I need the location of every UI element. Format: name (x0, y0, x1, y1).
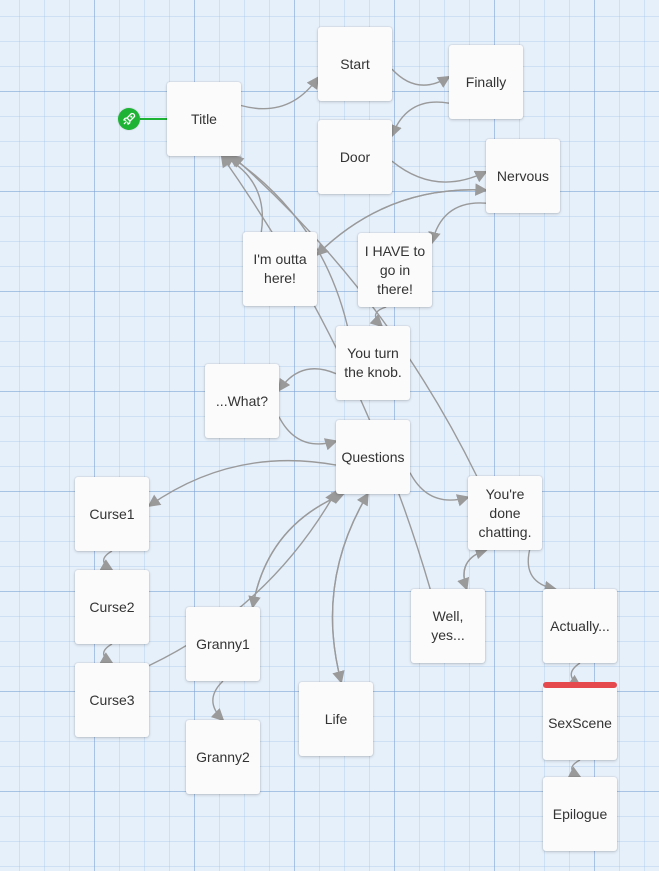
passage-label: SexScene (548, 714, 612, 731)
link-nervous-to-have (428, 202, 487, 245)
passage-start[interactable]: Start (318, 27, 392, 101)
passage-finally[interactable]: Finally (449, 45, 523, 119)
passage-well-yes[interactable]: Well, yes... (411, 589, 485, 663)
link-sexscene-to-epilogue (567, 759, 582, 778)
passage-label: ...What? (215, 392, 269, 409)
link-turn-to-title (228, 154, 349, 327)
passage-label: I'm outta here! (253, 251, 307, 286)
passage-granny2[interactable]: Granny2 (186, 720, 260, 794)
passage-nervous[interactable]: Nervous (486, 139, 560, 213)
passage-life[interactable]: Life (299, 682, 373, 756)
link-what-to-questions (278, 416, 338, 451)
passage-curse1[interactable]: Curse1 (75, 477, 149, 551)
passage-turn-the-knob[interactable]: You turn the knob. (336, 326, 410, 400)
link-door-to-nervous (391, 160, 488, 183)
link-outta-to-nervous (316, 183, 488, 256)
link-done-to-wellyes (457, 549, 487, 591)
passage-label: Title (191, 110, 217, 127)
link-life-to-questions (331, 492, 369, 683)
link-wellyes-to-done (463, 547, 489, 590)
passage-outta-here[interactable]: I'm outta here! (243, 232, 317, 306)
passage-epilogue[interactable]: Epilogue (543, 777, 617, 851)
passage-label: Questions (341, 448, 405, 465)
passage-label: Curse2 (89, 598, 135, 615)
passage-label: Granny1 (196, 635, 250, 652)
link-done-to-actually (527, 549, 558, 594)
passage-granny1[interactable]: Granny1 (186, 607, 260, 681)
passage-label: Start (340, 55, 370, 72)
link-start-to-finally (391, 68, 451, 88)
link-granny1-to-questions (252, 492, 346, 608)
link-have-to-turn (369, 306, 387, 328)
link-finally-to-door (389, 101, 450, 138)
link-granny1-to-granny2 (210, 680, 225, 722)
passage-what[interactable]: ...What? (205, 364, 279, 438)
passage-label: I HAVE to go in there! (364, 242, 426, 297)
passage-label: You're done chatting. (478, 485, 532, 540)
passage-label: Curse3 (89, 691, 135, 708)
passage-label: Door (339, 148, 371, 165)
passage-curse3[interactable]: Curse3 (75, 663, 149, 737)
rocket-icon (123, 112, 136, 125)
passage-label: Nervous (496, 167, 550, 184)
passage-label: Life (324, 710, 348, 727)
start-connector (140, 118, 168, 120)
passage-label: Well, yes... (431, 608, 465, 643)
passage-label: Curse1 (89, 505, 135, 522)
highlight-tag (543, 682, 617, 688)
passage-have-to-go-in[interactable]: I HAVE to go in there! (358, 233, 432, 307)
link-turn-to-what (277, 368, 337, 392)
passage-sexscene[interactable]: SexScene (543, 682, 617, 760)
link-questions-to-curse1 (147, 459, 337, 507)
link-questions-to-life (331, 493, 369, 684)
passage-label: Finally (465, 73, 507, 90)
link-outta-to-title (221, 155, 263, 233)
link-curse2-to-curse3 (99, 643, 114, 664)
passage-done-chatting[interactable]: You're done chatting. (468, 476, 542, 550)
passage-label: Granny2 (196, 748, 250, 765)
link-title-to-start (240, 75, 320, 110)
passage-label: You turn the knob. (344, 345, 402, 380)
passage-curse2[interactable]: Curse2 (75, 570, 149, 644)
link-questions-to-done (409, 472, 470, 507)
passage-label: Epilogue (552, 805, 608, 822)
link-curse1-to-curse2 (99, 550, 114, 571)
passage-title[interactable]: Title (167, 82, 241, 156)
link-questions-to-granny1 (248, 493, 344, 609)
start-story-badge[interactable] (118, 108, 140, 130)
passage-actually[interactable]: Actually... (543, 589, 617, 663)
passage-questions[interactable]: Questions (336, 420, 410, 494)
passage-door[interactable]: Door (318, 120, 392, 194)
passage-label: Actually... (550, 617, 610, 634)
